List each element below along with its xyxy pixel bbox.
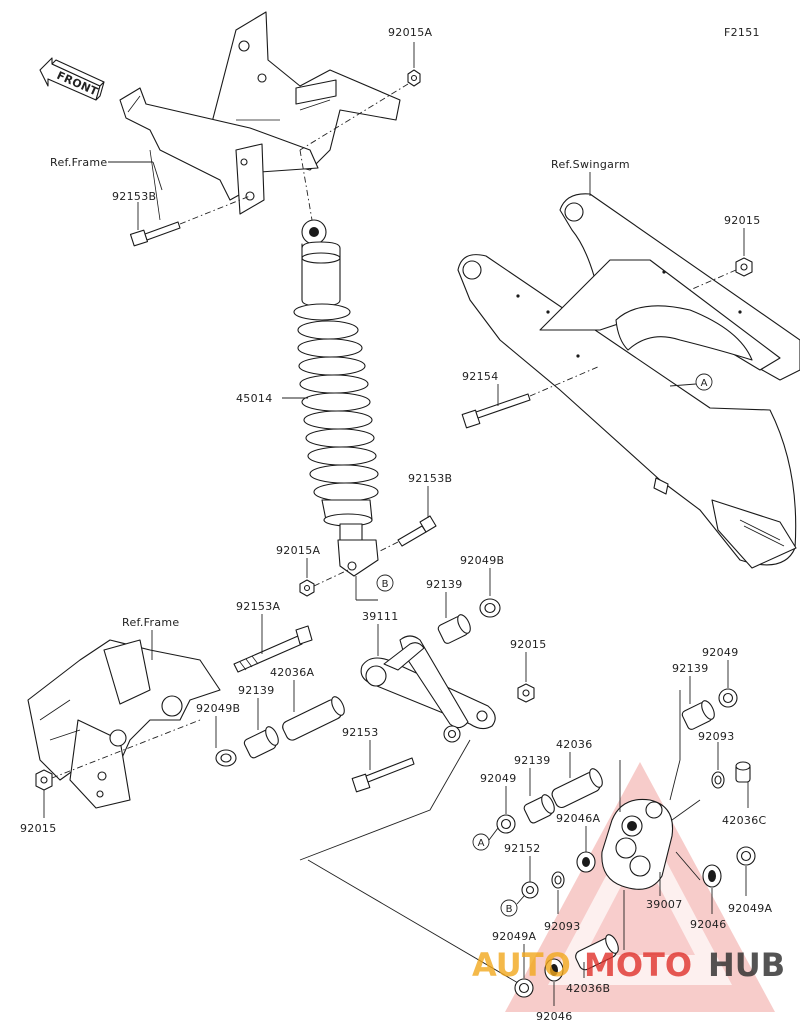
bearing-92046-bottom[interactable] bbox=[544, 958, 564, 982]
watermark-part2: MOTO bbox=[584, 946, 692, 984]
svg-text:B: B bbox=[382, 579, 389, 590]
label-92015-bottom: 92015 bbox=[20, 822, 57, 835]
collar-92139-center[interactable] bbox=[523, 793, 557, 824]
oring-92093-center[interactable] bbox=[551, 871, 565, 889]
label-39007: 39007 bbox=[646, 898, 683, 911]
callout-b-shock: B bbox=[376, 574, 394, 592]
collar-92139-right[interactable] bbox=[681, 699, 717, 731]
label-45014: 45014 bbox=[236, 392, 273, 405]
label-92153A: 92153A bbox=[236, 600, 280, 613]
label-39111: 39111 bbox=[362, 610, 399, 623]
svg-text:A: A bbox=[478, 838, 485, 849]
callout-b-linkage: B bbox=[500, 899, 518, 917]
label-42036B: 42036B bbox=[566, 982, 610, 995]
label-92015-mid: 92015 bbox=[510, 638, 547, 651]
shock-absorber-45014[interactable] bbox=[293, 149, 379, 577]
rocker-arm-39007[interactable] bbox=[601, 798, 674, 890]
label-92049-center: 92049 bbox=[480, 772, 517, 785]
link-rod-39111[interactable] bbox=[360, 635, 496, 743]
label-92139-left: 92139 bbox=[238, 684, 275, 697]
seal-92049A-left[interactable] bbox=[514, 978, 534, 998]
label-92015A-top: 92015A bbox=[388, 26, 432, 39]
washer-92152[interactable] bbox=[521, 881, 539, 899]
callout-a-linkage: A bbox=[472, 833, 490, 851]
label-92046-bottom: 92046 bbox=[536, 1010, 573, 1023]
label-92153B-top: 92153B bbox=[112, 190, 156, 203]
frame-top bbox=[119, 11, 401, 221]
label-42036C: 42036C bbox=[722, 814, 766, 827]
label-92139-center: 92139 bbox=[514, 754, 551, 767]
label-92046-right: 92046 bbox=[690, 918, 727, 931]
bolt-92153B-mid[interactable] bbox=[397, 515, 437, 547]
ref-frame-top-label: Ref.Frame bbox=[50, 156, 107, 169]
seal-92049-right[interactable] bbox=[718, 688, 738, 708]
collar-92139-left[interactable] bbox=[243, 725, 281, 759]
seal-92049-center[interactable] bbox=[496, 814, 516, 834]
oring-92093-right[interactable] bbox=[711, 771, 725, 789]
nut-92015A-top[interactable] bbox=[407, 69, 421, 87]
seal-92049B-left[interactable] bbox=[215, 749, 237, 767]
bolt-92153[interactable] bbox=[351, 757, 415, 793]
seal-92049B-right[interactable] bbox=[479, 598, 501, 618]
watermark-part3: HUB bbox=[708, 946, 785, 984]
svg-text:B: B bbox=[506, 904, 513, 915]
bolt-92153B-top[interactable] bbox=[129, 221, 181, 247]
shock-spring bbox=[297, 320, 379, 502]
watermark-part1: AUTO bbox=[472, 946, 571, 984]
nut-92015A-mid[interactable] bbox=[299, 579, 315, 597]
svg-text:A: A bbox=[701, 378, 708, 389]
sleeve-42036[interactable] bbox=[550, 767, 605, 810]
label-92049B-left: 92049B bbox=[196, 702, 240, 715]
label-92049A-left: 92049A bbox=[492, 930, 536, 943]
frame-bottom bbox=[27, 639, 221, 809]
swingarm bbox=[457, 193, 800, 569]
label-92152: 92152 bbox=[504, 842, 541, 855]
bolt-92154[interactable] bbox=[461, 393, 531, 429]
nut-92015-mid[interactable] bbox=[517, 683, 535, 703]
ref-frame-bottom-label: Ref.Frame bbox=[122, 616, 179, 629]
label-92049A-right: 92049A bbox=[728, 902, 772, 915]
bolt-92153A[interactable] bbox=[233, 625, 313, 673]
nut-92015-swingarm[interactable] bbox=[735, 257, 753, 277]
label-92093-right: 92093 bbox=[698, 730, 735, 743]
label-42036A: 42036A bbox=[270, 666, 314, 679]
collar-92139-top[interactable] bbox=[437, 613, 473, 645]
figure-id: F2151 bbox=[724, 26, 760, 39]
label-92154: 92154 bbox=[462, 370, 499, 383]
label-92049-right: 92049 bbox=[702, 646, 739, 659]
label-92093-center: 92093 bbox=[544, 920, 581, 933]
nut-92015-bottom[interactable] bbox=[35, 769, 53, 791]
label-92153: 92153 bbox=[342, 726, 379, 739]
seal-92049A-right[interactable] bbox=[736, 846, 756, 866]
watermark-text: AUTO MOTO HUB bbox=[472, 946, 785, 984]
label-42036: 42036 bbox=[556, 738, 593, 751]
bearing-92046A[interactable] bbox=[576, 851, 596, 873]
label-92153B-mid: 92153B bbox=[408, 472, 452, 485]
label-92139-top: 92139 bbox=[426, 578, 463, 591]
label-92139-right: 92139 bbox=[672, 662, 709, 675]
label-92046A: 92046A bbox=[556, 812, 600, 825]
label-92049B-right: 92049B bbox=[460, 554, 504, 567]
sleeve-42036B[interactable] bbox=[574, 933, 621, 972]
label-92015-swingarm: 92015 bbox=[724, 214, 761, 227]
callout-a-swingarm: A bbox=[695, 373, 713, 391]
bushing-42036C[interactable] bbox=[735, 761, 751, 783]
label-92015A-mid: 92015A bbox=[276, 544, 320, 557]
ref-swingarm-label: Ref.Swingarm bbox=[551, 158, 630, 171]
bearing-92046-right[interactable] bbox=[702, 864, 722, 888]
sleeve-42036A[interactable] bbox=[281, 695, 347, 742]
front-arrow-icon: FRONT bbox=[39, 57, 105, 101]
